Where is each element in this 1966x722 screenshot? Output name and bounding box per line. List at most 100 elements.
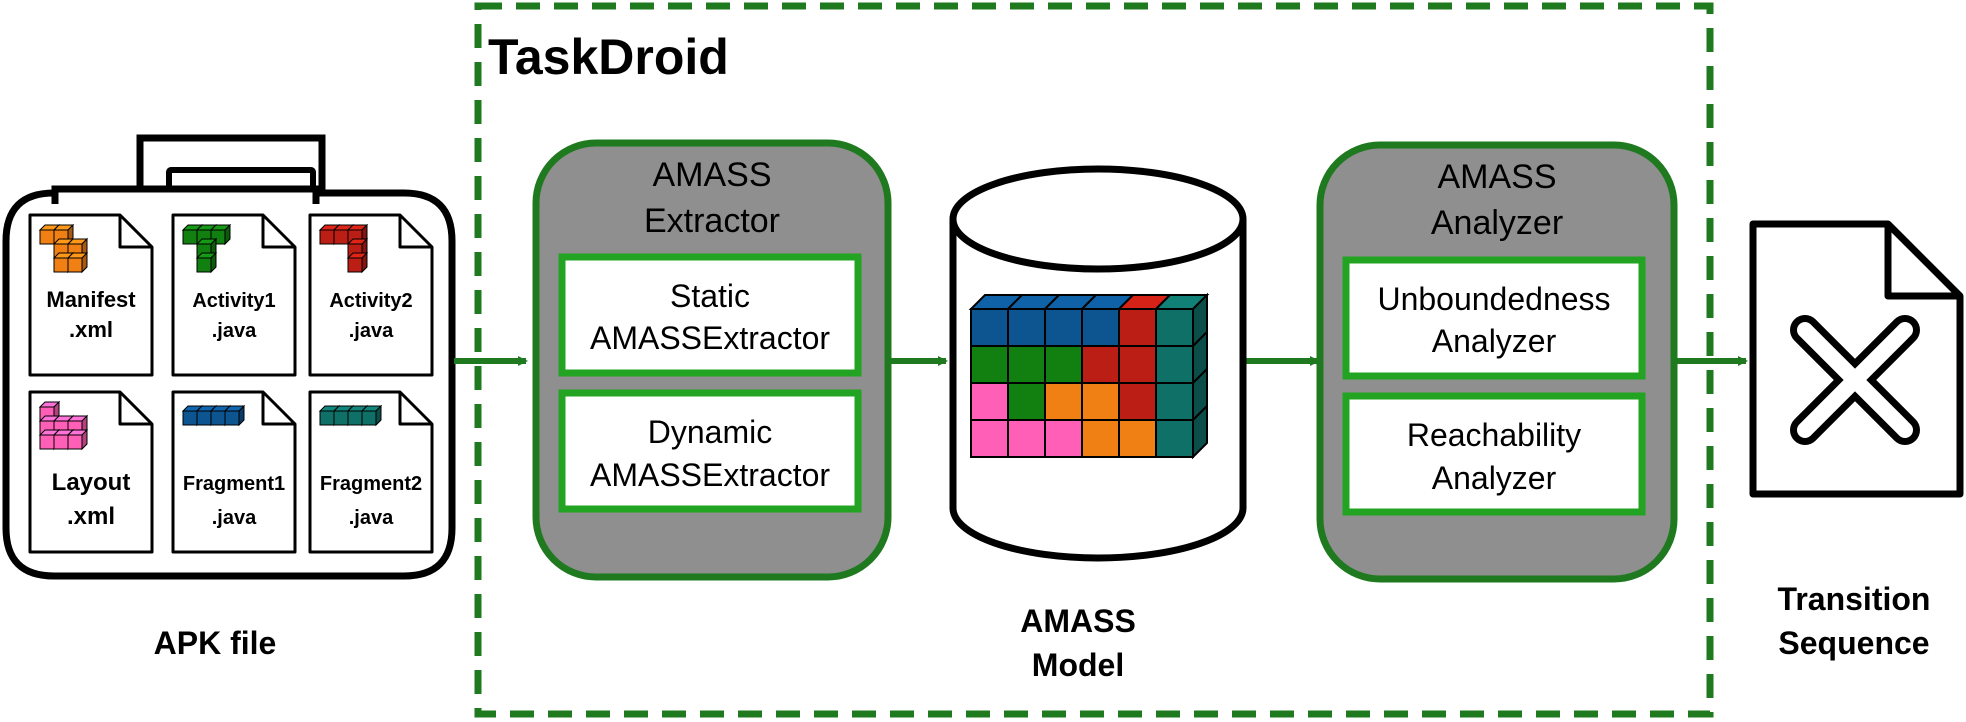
icon-block-face [39, 229, 55, 245]
model-block-red [1118, 345, 1157, 384]
apk-file-grid: Manifest .xml Activity1 .java Activity2 .java… [28, 213, 434, 554]
file-fold [261, 392, 295, 426]
output-caption-line1: Transition [1778, 581, 1931, 617]
model-block-green [1044, 345, 1083, 384]
model-block-orange [1081, 419, 1120, 458]
briefcase-handle [136, 134, 326, 193]
model-block-orange [1118, 419, 1157, 458]
model-block-blue [1007, 308, 1046, 347]
pink-l-block-icon [38, 400, 89, 451]
file-name-line1: Fragment2 [320, 473, 422, 495]
teal-bar-block-icon [318, 404, 383, 427]
model-block-orange [1081, 382, 1120, 421]
icon-block-face [53, 257, 69, 273]
file-name-line2: .xml [69, 317, 113, 342]
unboundedness-analyzer-line1: Unboundedness [1377, 281, 1610, 317]
icon-block-face [361, 410, 377, 426]
model-block-teal [1155, 382, 1194, 421]
model-block-blue [1044, 308, 1083, 347]
file-name-line1: Activity2 [329, 290, 412, 312]
model-block-blue [970, 308, 1009, 347]
model-block-teal [1155, 345, 1194, 384]
taskdroid-frame [474, 2, 1714, 718]
model-block-green [1007, 382, 1046, 421]
crossed-document-icon [1749, 220, 1964, 498]
document-fold [1884, 224, 1960, 300]
model-block-teal [1155, 308, 1194, 347]
icon-block-face [182, 410, 198, 426]
model-block-pink [970, 382, 1009, 421]
icon-block-face [196, 410, 212, 426]
icon-block-face [347, 257, 363, 273]
static-extractor-line2: AMASSExtractor [590, 320, 830, 356]
model-block-green [1007, 345, 1046, 384]
model-block-pink [1044, 419, 1083, 458]
model-caption-line1: AMASS [1020, 603, 1136, 639]
apk-file-4: Layout .xml [28, 390, 154, 554]
cylinder-top [949, 165, 1247, 273]
model-block-teal [1155, 419, 1194, 458]
icon-block-face [53, 434, 69, 450]
icon-block-face [333, 229, 349, 245]
model-block-red [1118, 308, 1157, 347]
apk-briefcase: Manifest .xml Activity1 .java Activity2 .java… [2, 134, 456, 580]
icon-block-face [319, 229, 335, 245]
model-block-blue [1081, 308, 1120, 347]
icon-block-face [39, 434, 55, 450]
model-block-orange [1044, 382, 1083, 421]
icon-block-face [210, 410, 226, 426]
dynamic-extractor-line2: AMASSExtractor [590, 457, 830, 493]
file-name-line2: .java [349, 507, 394, 529]
file-name-line2: .java [349, 320, 394, 342]
file-fold [118, 215, 152, 249]
model-block-green [970, 345, 1009, 384]
apk-file-3: Activity2 .java [308, 213, 434, 377]
icon-block-face [67, 434, 83, 450]
red-t-block-icon [318, 223, 369, 274]
icon-block-face [319, 410, 335, 426]
file-outline [171, 390, 297, 554]
file-name-line2: .xml [67, 503, 115, 530]
model-block-pink [970, 419, 1009, 458]
apk-file-2: Activity1 .java [171, 213, 297, 377]
apk-file-1: Manifest .xml [28, 213, 154, 377]
model-caption-line2: Model [1032, 647, 1124, 683]
file-name-line2: .java [212, 507, 257, 529]
extractor-title-line1: AMASS [652, 156, 771, 194]
analyzer-title-line1: AMASS [1437, 158, 1556, 196]
green-t-block-icon [181, 223, 232, 274]
orange-l-block-icon [38, 223, 89, 274]
icon-block-face [347, 410, 363, 426]
amass-analyzer-panel: AMASS Analyzer Unboundedness Analyzer Re… [1316, 141, 1678, 583]
output-caption-line2: Sequence [1778, 625, 1929, 661]
file-name-line1: Fragment1 [183, 473, 285, 495]
model-block-red [1118, 382, 1157, 421]
frame-title: TaskDroid [488, 29, 729, 85]
file-outline [308, 213, 434, 377]
file-name-line2: .java [212, 320, 257, 342]
analyzer-title-line2: Analyzer [1431, 204, 1563, 242]
icon-block-face [224, 410, 240, 426]
file-fold [398, 392, 432, 426]
apk-file-5: Fragment1 .java [171, 390, 297, 554]
reachability-analyzer-line1: Reachability [1407, 417, 1581, 453]
file-name-line1: Layout [52, 469, 131, 496]
cross-stroke-b-inner [1797, 322, 1913, 438]
model-block-pink [1007, 419, 1046, 458]
file-fold [118, 392, 152, 426]
file-name-line1: Manifest [46, 287, 136, 312]
model-block-red [1081, 345, 1120, 384]
dynamic-extractor-box [558, 389, 862, 513]
amass-model-grid [968, 292, 1210, 460]
blue-bar-block-icon [181, 404, 246, 427]
file-name-line1: Activity1 [192, 290, 275, 312]
amass-model-cylinder [949, 165, 1247, 562]
extractor-title-line2: Extractor [644, 202, 780, 240]
unboundedness-analyzer-box [1342, 256, 1646, 380]
icon-block-face [196, 257, 212, 273]
apk-file-6: Fragment2 .java [308, 390, 434, 554]
icon-block-face [333, 410, 349, 426]
icon-block-face [67, 257, 83, 273]
reachability-analyzer-box [1342, 392, 1646, 516]
